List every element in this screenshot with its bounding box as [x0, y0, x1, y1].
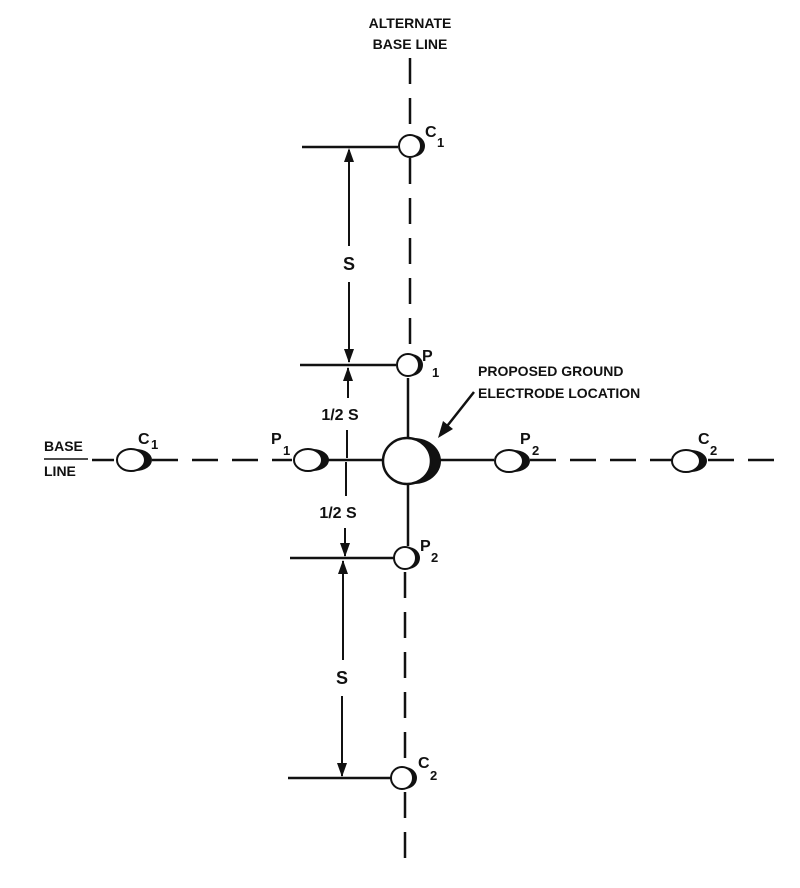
spacing-half-s-upper-label: 1/2 S — [321, 407, 359, 424]
svg-text:1: 1 — [283, 443, 290, 458]
electrode-c2-vertical — [390, 766, 417, 790]
svg-text:2: 2 — [710, 443, 717, 458]
probe-label-c1-horizontal: C 1 — [138, 431, 158, 452]
spacing-half-s-lower-label: 1/2 S — [319, 505, 357, 522]
spacing-s-lower-label: S — [336, 668, 348, 688]
alternate-base-line-label-line1: ALTERNATE — [369, 15, 452, 31]
probe-label-p1-vertical: P 1 — [422, 348, 439, 380]
svg-text:P: P — [271, 431, 282, 448]
svg-text:2: 2 — [431, 550, 438, 565]
svg-text:P: P — [520, 431, 531, 448]
dimension-arrows — [337, 148, 354, 777]
electrode-p2-horizontal — [494, 449, 530, 473]
svg-text:2: 2 — [430, 768, 437, 783]
callout-arrow — [438, 391, 475, 438]
svg-text:C: C — [425, 124, 437, 141]
alternate-base-line — [403, 58, 412, 862]
electrode-c1-vertical — [398, 134, 425, 158]
electrode-proposed — [381, 436, 441, 486]
svg-text:1: 1 — [432, 365, 439, 380]
svg-text:2: 2 — [532, 443, 539, 458]
electrode-p2-vertical — [393, 546, 420, 570]
svg-text:C: C — [138, 431, 150, 448]
svg-text:C: C — [698, 431, 710, 448]
probe-label-p2-horizontal: P 2 — [520, 431, 539, 458]
electrode-c1-horizontal — [116, 448, 152, 472]
probe-label-p2-vertical: P 2 — [420, 538, 438, 565]
proposed-electrode-label-line2: ELECTRODE LOCATION — [478, 385, 640, 401]
svg-text:1: 1 — [437, 135, 444, 150]
proposed-electrode-label-line1: PROPOSED GROUND — [478, 363, 623, 379]
spacing-reference-lines — [288, 145, 398, 780]
probe-label-c2-horizontal: C 2 — [698, 431, 717, 458]
probe-label-p1-horizontal: P 1 — [271, 431, 290, 458]
probe-label-c2-vertical: C 2 — [418, 755, 437, 783]
electrode-c2-horizontal — [671, 449, 707, 473]
probe-label-c1-vertical: C 1 — [425, 124, 444, 150]
electrode-p1-horizontal — [293, 448, 329, 472]
spacing-s-upper-label: S — [343, 254, 355, 274]
svg-text:1: 1 — [151, 437, 158, 452]
electrode-p1-vertical — [396, 353, 423, 377]
alternate-base-line-label-line2: BASE LINE — [373, 36, 448, 52]
base-line-label-line1: BASE — [44, 438, 83, 454]
svg-text:P: P — [422, 348, 433, 365]
base-line-label-line2: LINE — [44, 463, 76, 479]
svg-text:P: P — [420, 538, 431, 555]
svg-text:C: C — [418, 755, 430, 772]
